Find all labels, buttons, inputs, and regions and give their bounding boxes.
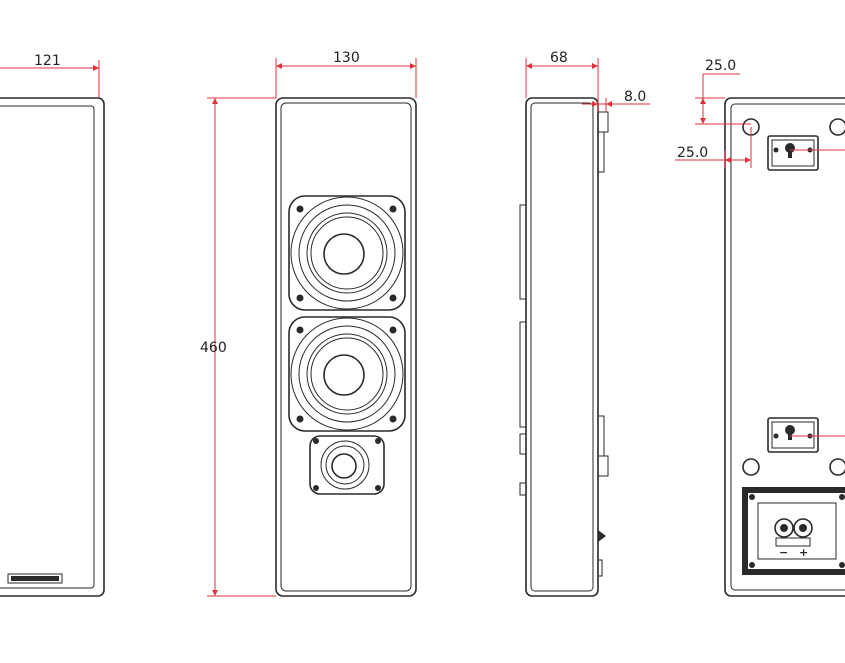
screw-hole-icon (742, 458, 760, 476)
view-front-drivers: 130 460 (200, 50, 417, 597)
dimension-label-460: 460 (200, 340, 227, 356)
woofer-lower (288, 316, 406, 432)
dimension-mount-left: 25.0 (675, 127, 752, 168)
keyhole-mount-icon (767, 135, 845, 171)
screw-hole-icon (829, 458, 845, 476)
dimension-label-8: 8.0 (624, 89, 646, 105)
dimension-width-front: 121 (0, 53, 100, 98)
terminal-minus-label: − (779, 546, 788, 559)
terminal-plate: − + (742, 487, 845, 575)
dimension-width-130: 130 (275, 50, 417, 98)
screw-hole-icon (389, 326, 397, 334)
terminal-plus-label: + (799, 546, 808, 559)
screw-hole-icon (749, 494, 755, 500)
screw-hole-icon (749, 562, 755, 568)
screw-hole-icon (389, 294, 397, 302)
dimension-label-25-left: 25.0 (677, 145, 708, 161)
screw-hole-icon (389, 415, 397, 423)
dimension-label-121: 121 (34, 53, 61, 69)
screw-hole-icon (839, 562, 845, 568)
dimension-label-68: 68 (550, 50, 568, 66)
dimension-height-460: 460 (200, 97, 276, 597)
keyhole-mount-icon (767, 417, 845, 453)
woofer-upper (288, 195, 406, 311)
screw-hole-icon (375, 485, 381, 491)
screw-hole-icon (296, 415, 304, 423)
screw-hole-icon (313, 485, 319, 491)
screw-hole-icon (389, 205, 397, 213)
view-side: 68 8.0 (519, 50, 650, 597)
screw-hole-icon (839, 494, 845, 500)
dimension-bracket-8: 8.0 (582, 89, 650, 112)
view-rear: − + 25.0 25.0 (675, 58, 845, 597)
screw-hole-icon (296, 294, 304, 302)
view-grille-front: 121 (0, 53, 105, 597)
screw-hole-icon (829, 118, 845, 136)
dimension-depth-68: 68 (525, 50, 599, 98)
dimension-mount-top: 25.0 (695, 58, 751, 125)
screw-hole-icon (296, 205, 304, 213)
tweeter (309, 435, 385, 495)
dimension-label-25-top: 25.0 (705, 58, 736, 74)
screw-hole-icon (375, 438, 381, 444)
screw-hole-icon (313, 438, 319, 444)
dimension-label-130: 130 (333, 50, 360, 66)
screw-hole-icon (296, 326, 304, 334)
brand-logo-plate (7, 573, 63, 584)
